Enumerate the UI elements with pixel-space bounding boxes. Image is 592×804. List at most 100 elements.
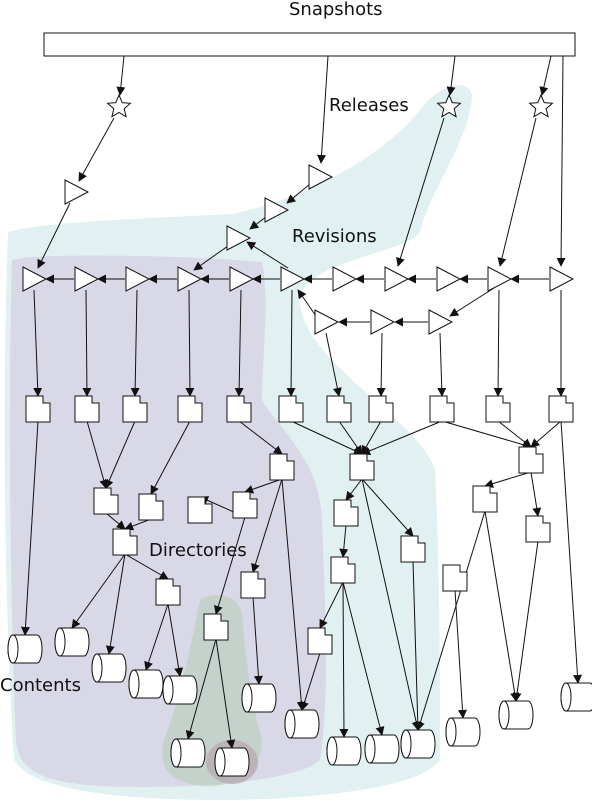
edge-arrow bbox=[297, 289, 317, 317]
revision-triangle-icon bbox=[436, 266, 462, 292]
revision-triangle-icon bbox=[74, 266, 100, 292]
revision-triangle-icon bbox=[549, 266, 575, 292]
edge-arrow bbox=[396, 117, 445, 267]
edge-arrow bbox=[484, 471, 532, 488]
content-cylinder-icon bbox=[284, 709, 320, 739]
directory-page-icon bbox=[226, 395, 252, 423]
directory-page-icon bbox=[25, 395, 51, 423]
edge-arrow bbox=[86, 420, 109, 489]
edge-arrow bbox=[252, 596, 263, 685]
content-cylinder-icon bbox=[128, 669, 164, 699]
edges bbox=[20, 55, 582, 749]
content-cylinder-icon bbox=[54, 627, 90, 657]
edge-arrow bbox=[234, 289, 244, 397]
edge-arrow bbox=[37, 202, 71, 269]
revision-triangle-icon bbox=[384, 266, 410, 292]
releases-label: Releases bbox=[329, 95, 409, 116]
edge-arrow bbox=[539, 55, 552, 96]
edge-arrow bbox=[437, 332, 447, 397]
directory-page-icon bbox=[548, 395, 574, 423]
edge-arrow bbox=[361, 478, 421, 731]
content-cylinder-icon bbox=[162, 675, 198, 705]
edge-arrow bbox=[20, 420, 39, 636]
content-cylinder-icon bbox=[241, 683, 277, 713]
edge-arrow bbox=[530, 471, 542, 517]
edge-arrow bbox=[339, 524, 349, 558]
edge-arrow bbox=[286, 289, 296, 397]
directory-page-icon bbox=[93, 487, 119, 515]
revision-triangle-icon bbox=[22, 266, 48, 292]
edge-arrow bbox=[361, 478, 414, 537]
release-star-icon bbox=[106, 93, 132, 118]
edge-arrow bbox=[416, 510, 486, 731]
directory-page-icon bbox=[155, 578, 181, 606]
revision-triangle-icon bbox=[64, 179, 90, 205]
contents-label: Contents bbox=[0, 675, 81, 696]
edge-arrow bbox=[446, 55, 456, 96]
edge-arrow bbox=[441, 420, 532, 450]
snapshot-bar bbox=[43, 32, 576, 57]
edge-arrow bbox=[412, 560, 423, 731]
directory-page-icon bbox=[138, 493, 164, 521]
directory-page-icon bbox=[349, 453, 375, 481]
edge-arrow bbox=[325, 332, 342, 397]
content-cylinder-icon bbox=[560, 682, 592, 712]
revision-triangle-icon bbox=[280, 266, 306, 292]
release-star-icon bbox=[528, 93, 554, 118]
directory-page-icon bbox=[307, 627, 333, 655]
directory-page-icon bbox=[203, 613, 229, 641]
edge-arrow bbox=[144, 603, 169, 671]
edge-arrow bbox=[290, 420, 363, 455]
revision-triangle-icon bbox=[314, 309, 340, 335]
snapshots-label: Snapshots bbox=[289, 0, 383, 20]
directories-label: Directories bbox=[149, 540, 247, 561]
revisions-label: Revisions bbox=[292, 226, 377, 247]
revision-triangle-icon bbox=[487, 266, 513, 292]
content-cylinder-icon bbox=[170, 738, 206, 768]
content-cylinder-icon bbox=[364, 734, 400, 764]
edge-arrow bbox=[124, 553, 169, 580]
edge-arrow bbox=[214, 516, 246, 615]
directory-page-icon bbox=[269, 453, 295, 481]
revision-triangle-icon bbox=[125, 266, 151, 292]
edge-arrow bbox=[317, 55, 329, 164]
content-cylinder-icon bbox=[400, 729, 436, 759]
edge-arrow bbox=[556, 55, 566, 267]
edge-arrow bbox=[449, 287, 495, 317]
edge-arrow bbox=[338, 420, 363, 455]
content-cylinder-icon bbox=[214, 747, 250, 777]
edge-arrow bbox=[124, 518, 152, 531]
edge-arrow bbox=[251, 478, 283, 573]
directory-page-icon bbox=[278, 395, 304, 423]
edge-arrow bbox=[238, 420, 283, 455]
edge-arrow bbox=[185, 289, 195, 397]
edge-arrow bbox=[319, 581, 344, 629]
directory-page-icon bbox=[330, 556, 356, 584]
nodes bbox=[7, 32, 592, 777]
edge-arrow bbox=[193, 245, 229, 271]
directory-page-icon bbox=[240, 571, 266, 599]
directory-page-icon bbox=[74, 395, 100, 423]
revision-triangle-icon bbox=[370, 309, 396, 335]
release-star-icon bbox=[436, 93, 462, 118]
content-cylinder-icon bbox=[445, 717, 481, 747]
edge-arrow bbox=[493, 289, 503, 397]
edge-arrow bbox=[560, 420, 582, 684]
edge-arrow bbox=[150, 420, 191, 495]
edge-arrow bbox=[105, 512, 126, 530]
edge-arrow bbox=[286, 183, 311, 204]
edge-arrow bbox=[342, 581, 385, 736]
directory-page-icon bbox=[442, 564, 468, 592]
edge-arrow bbox=[376, 332, 386, 397]
edge-arrow bbox=[105, 420, 136, 489]
revision-triangle-icon bbox=[332, 266, 358, 292]
edge-arrow bbox=[454, 589, 467, 719]
content-cylinder-icon bbox=[326, 736, 362, 766]
revision-triangle-icon bbox=[308, 164, 334, 190]
edge-arrow bbox=[244, 478, 283, 494]
edge-arrow bbox=[167, 603, 184, 677]
revision-triangle-icon bbox=[264, 197, 290, 223]
edge-arrow bbox=[249, 216, 267, 230]
edge-arrow bbox=[512, 540, 539, 702]
